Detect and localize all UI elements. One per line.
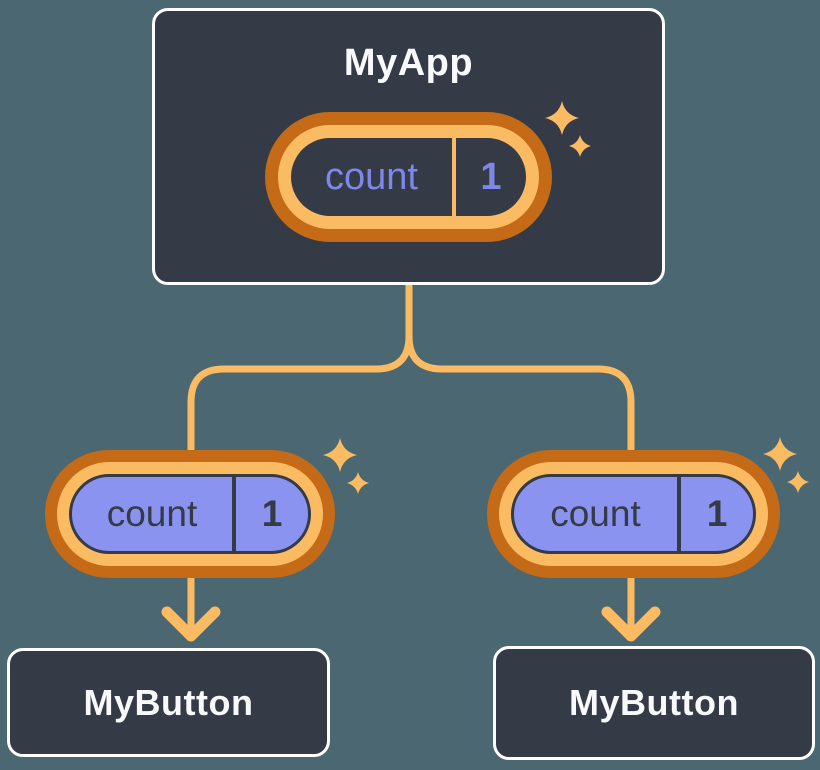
sparkle-icon — [569, 135, 591, 157]
component-node-child-right: MyButton — [493, 646, 815, 760]
state-name: count — [106, 493, 198, 534]
sparkle-icon — [763, 437, 797, 471]
component-node-child-left: MyButton — [7, 648, 330, 757]
state-pill-divider — [452, 138, 456, 216]
state-value: 1 — [480, 155, 502, 198]
sparkle-icon — [787, 471, 809, 493]
arrow-down-icon — [601, 606, 661, 642]
state-name: count — [550, 493, 641, 534]
state-pill-ring: count 1 — [57, 462, 323, 566]
component-title: MyApp — [343, 42, 474, 84]
state-pill-ring: count 1 — [278, 125, 539, 229]
arrow-down-icon — [161, 606, 221, 642]
sparkle-icon — [323, 438, 357, 472]
state-pill-core: count 1 — [69, 474, 311, 554]
sparkle-icon — [545, 101, 579, 135]
component-title: MyButton — [569, 682, 739, 723]
state-pill-root: count 1 — [265, 112, 552, 242]
state-pill-child-right: count 1 — [487, 450, 780, 578]
branch-line-right — [405, 279, 635, 641]
state-pill-core: count 1 — [291, 138, 526, 216]
state-pill-divider — [677, 477, 681, 551]
state-value: 1 — [706, 493, 728, 534]
state-pill-core: count 1 — [511, 474, 756, 554]
state-name: count — [325, 155, 418, 198]
sparkle-icon — [347, 472, 369, 494]
component-title: MyButton — [83, 681, 254, 723]
state-pill-ring: count 1 — [499, 462, 768, 566]
state-pill-divider — [232, 477, 236, 551]
state-pill-child-left: count 1 — [45, 450, 335, 578]
state-value: 1 — [261, 493, 283, 534]
